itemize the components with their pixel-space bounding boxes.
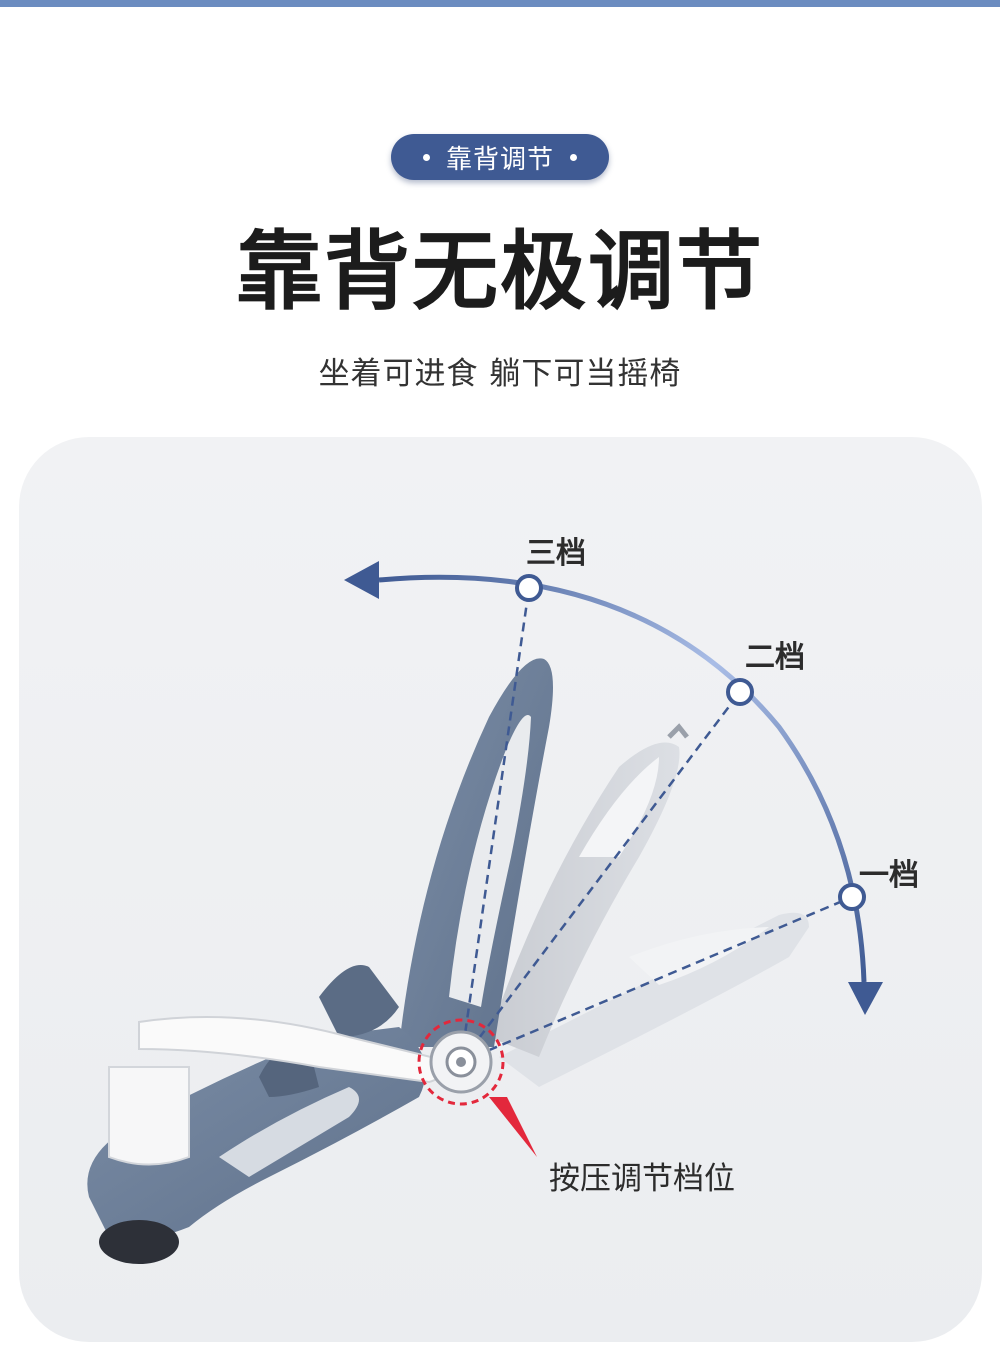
- top-accent-bar: [0, 0, 1000, 7]
- press-pointer: [489, 1097, 537, 1157]
- angle-guides: [459, 587, 853, 1064]
- guide-gear-1: [460, 895, 853, 1064]
- hinge-highlight: [417, 1018, 505, 1106]
- guide-gear-3: [459, 587, 531, 1063]
- badge-label: 靠背调节: [445, 144, 554, 175]
- guide-gear-2: [460, 691, 741, 1063]
- arc-arrow-left: [344, 561, 379, 599]
- gear-2-label: 二档: [745, 640, 805, 675]
- page-title: 靠背无极调节: [236, 222, 764, 322]
- gear-1-marker: [838, 883, 866, 911]
- section-badge: 靠背调节: [391, 134, 609, 180]
- product-diagram-panel: 三档 二档 一档 按压调节档位: [19, 437, 982, 1342]
- ghost-backrest-low: [499, 912, 809, 1087]
- bouncer-diagram: [87, 561, 883, 1264]
- press-adjust-label: 按压调节档位: [549, 1161, 735, 1197]
- pivot-hinge: [417, 1018, 537, 1157]
- gear-markers: [515, 574, 866, 911]
- arc-arrow-down: [848, 982, 883, 1015]
- gear-3-marker: [515, 574, 543, 602]
- gear-2-marker: [726, 678, 754, 706]
- page-subtitle: 坐着可进食 躺下可当摇椅: [318, 356, 682, 392]
- gear-1-label: 一档: [859, 858, 919, 893]
- badge-dot-left: [422, 153, 430, 161]
- adjustment-arc: [344, 561, 883, 1015]
- badge-dot-right: [570, 153, 577, 161]
- gear-3-label: 三档: [526, 536, 586, 571]
